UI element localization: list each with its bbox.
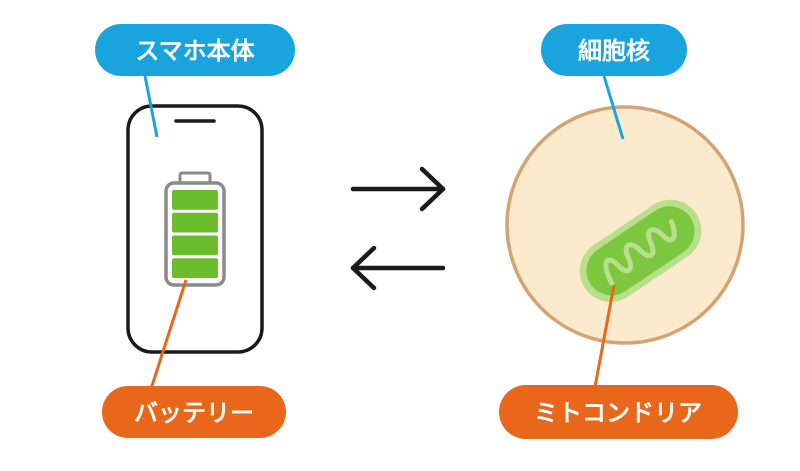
phone-group: [126, 104, 264, 354]
battery-icon: [164, 171, 226, 287]
battery-segment: [172, 212, 218, 233]
phone-label-pointer: [143, 75, 159, 138]
battery-label-text: バッテリー: [134, 399, 254, 427]
phone-label-pill: スマホ本体: [95, 24, 295, 76]
mitochondria-cristae: [603, 219, 677, 286]
nucleus-label-pill: 細胞核: [541, 24, 687, 76]
battery-segment: [172, 190, 218, 210]
mitochondria: [579, 199, 702, 302]
mitochondria-label-text: ミトコンドリア: [534, 399, 702, 427]
phone-label-bg: [95, 24, 295, 76]
phone-label-text: スマホ本体: [135, 37, 255, 65]
nucleus-label-text: 細胞核: [578, 37, 650, 65]
nucleus-label-bg: [541, 24, 687, 76]
mitochondria-label-bg: [499, 385, 738, 439]
battery-level-bars: [172, 190, 218, 278]
mitochondria-label-pointer: [593, 284, 616, 388]
cell-group: [505, 105, 745, 345]
battery-segment: [172, 235, 218, 256]
nucleus-label-pointer: [602, 75, 625, 140]
left-arrow: [350, 245, 446, 291]
battery-segment: [172, 258, 218, 278]
mitochondria-label-pill: ミトコンドリア: [499, 385, 738, 439]
battery-label-pill: バッテリー: [102, 386, 286, 438]
battery-label-bg: [102, 386, 286, 438]
right-arrow: [350, 166, 446, 212]
battery-label-pointer: [148, 279, 188, 393]
